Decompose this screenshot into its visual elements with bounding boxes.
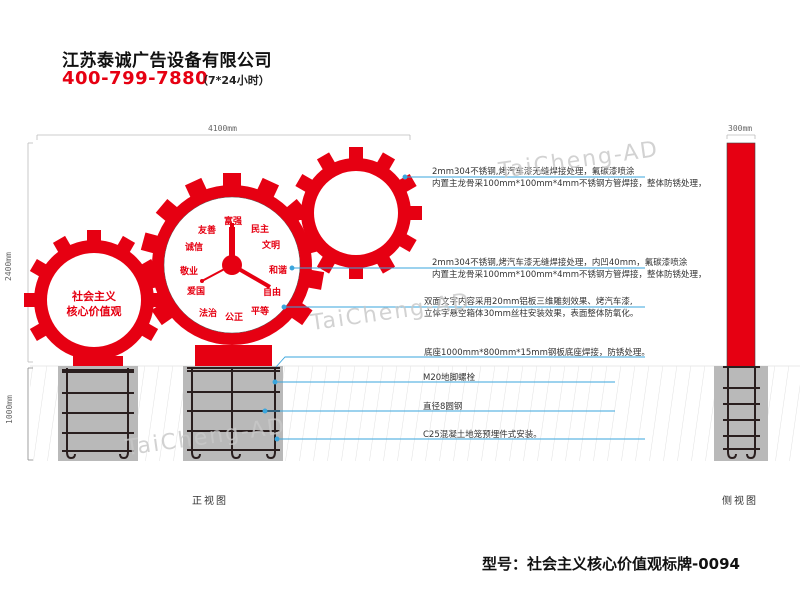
right-small-gear xyxy=(290,147,422,279)
small-left-gear xyxy=(24,230,164,360)
width-dimension-label: 4100mm xyxy=(208,124,237,133)
width-dimension xyxy=(36,134,411,140)
clock-word: 友善 xyxy=(198,226,217,236)
height-dimension xyxy=(27,142,33,363)
annotation-concrete: C25混凝土地笼预埋件式安装。 xyxy=(423,430,542,440)
clock-word: 敬业 xyxy=(180,267,199,277)
clock-word: 自由 xyxy=(263,288,282,298)
front-view-label: 正视图 xyxy=(192,496,228,507)
hotline-number: 400-799-7880 xyxy=(62,68,209,89)
clock-word: 平等 xyxy=(251,307,270,317)
slogan-line-2: 核心价值观 xyxy=(66,305,122,318)
clock-word: 公正 xyxy=(225,313,244,323)
annotation-anchor-bolt: M20地脚螺栓 xyxy=(423,373,476,383)
depth-dimension-label: 1000mm xyxy=(4,395,14,424)
left-foundation xyxy=(58,356,138,461)
annotation-lettering: 双面文字内容采用20mm铝板三维雕刻效果、烤汽车漆, 立体字悬空箱体30mm丝柱… xyxy=(424,297,639,319)
company-name: 江苏泰诚广告设备有限公司 xyxy=(62,51,272,71)
center-foundation xyxy=(183,345,283,461)
main-clock-gear xyxy=(139,173,325,345)
model-number: 型号：社会主义核心价值观标牌-0094 xyxy=(482,555,740,573)
clock-word: 民主 xyxy=(251,225,270,235)
clock-word: 和谐 xyxy=(269,266,288,276)
clock-word: 文明 xyxy=(262,241,281,251)
clock-word: 爱国 xyxy=(187,287,206,297)
annotation-base-plate: 底座1000mm*800mm*15mm钢板底座焊接，防锈处理。 xyxy=(424,348,650,358)
side-width-dimension xyxy=(726,134,756,139)
clock-word: 诚信 xyxy=(185,243,204,253)
leader-lines xyxy=(262,174,645,442)
clock-word: 富强 xyxy=(224,217,243,227)
slogan-line-1: 社会主义 xyxy=(72,290,116,303)
annotation-clock-material: 2mm304不锈钢,烤汽车漆无缝焊接处理，内凹40mm，氟碳漆喷涂 内置主龙骨采… xyxy=(432,258,707,280)
height-dimension-label: 2400mm xyxy=(3,252,13,281)
hotline-hours: （7*24小时） xyxy=(197,74,270,87)
side-view-label: 侧视图 xyxy=(722,496,758,507)
side-width-dimension-label: 300mm xyxy=(728,124,753,133)
depth-dimension xyxy=(27,367,33,461)
side-view-column xyxy=(714,142,768,461)
clock-word: 法治 xyxy=(199,309,218,319)
annotation-rebar: 直径8圆钢 xyxy=(423,402,463,412)
annotation-gear-material: 2mm304不锈钢,烤汽车漆无缝焊接处理，氟碳漆喷涂 内置主龙骨采100mm*1… xyxy=(432,167,707,189)
